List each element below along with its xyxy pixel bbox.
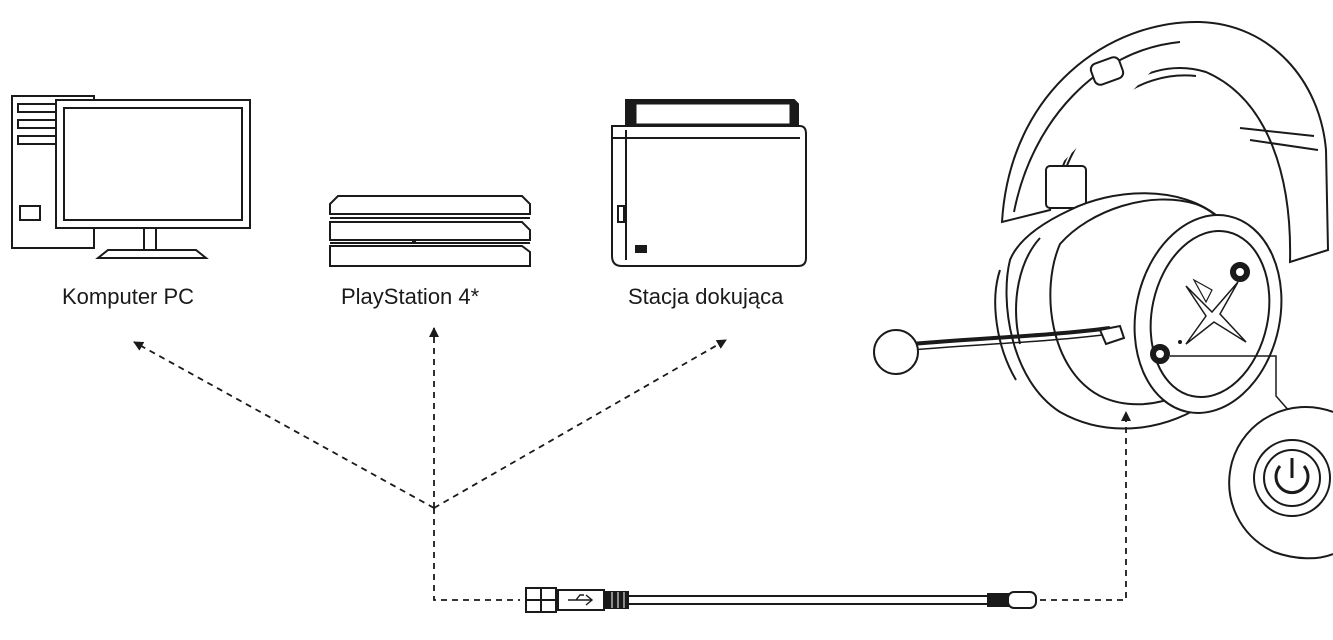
- label-pc: Komputer PC: [62, 284, 195, 309]
- arrow-to-headset: [1040, 411, 1131, 601]
- label-docking-station: Stacja dokująca: [628, 284, 784, 309]
- connection-lines: [133, 327, 1131, 601]
- gaming-headset-icon: [873, 20, 1330, 430]
- cable-left-lead: [433, 508, 520, 601]
- power-button-icon: [1228, 406, 1333, 560]
- game-console-icon: [329, 195, 531, 267]
- arrow-to-pc: [133, 341, 435, 509]
- usb-cable-icon: [525, 587, 1037, 613]
- arrow-to-dock: [433, 339, 727, 509]
- docking-station-icon: [611, 99, 807, 267]
- desktop-computer-icon: [11, 95, 251, 259]
- label-playstation: PlayStation 4*: [341, 284, 480, 309]
